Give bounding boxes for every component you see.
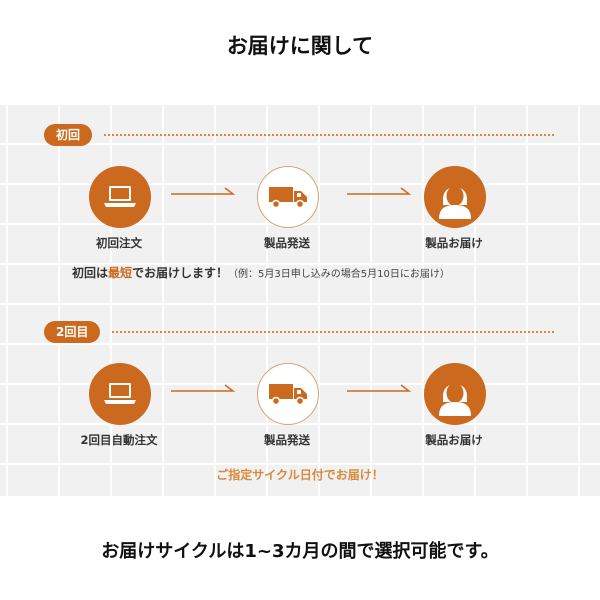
step-label: 2回目自動注文 <box>80 433 158 447</box>
note-text: 初回は <box>72 266 109 280</box>
step-label: 初回注文 <box>96 236 142 250</box>
second-order-note: ご指定サイクル日付でお届け！ <box>216 468 384 482</box>
recipient-person-icon <box>424 363 486 425</box>
note-example: （例：5月3日申し込みの場合5月10日にお届け） <box>228 269 450 280</box>
arrow-icon <box>347 384 412 392</box>
step-label: 製品お届け <box>425 433 483 447</box>
second-order-badge: 2回目 <box>44 321 101 343</box>
first-order-note: 初回は最短でお届けします！（例：5月3日申し込みの場合5月10日にお届け） <box>72 264 450 281</box>
note-text: でお届けします！ <box>132 266 229 280</box>
arrow-icon <box>171 384 236 392</box>
laptop-icon <box>89 363 151 425</box>
delivery-cycle-caption: お届けサイクルは1~3カ月の間で選択可能です。 <box>101 541 499 562</box>
first-order-divider <box>104 134 554 136</box>
arrow-icon <box>171 187 236 195</box>
note-highlight: 最短 <box>108 266 133 280</box>
laptop-icon <box>89 166 151 228</box>
recipient-person-icon <box>424 166 486 228</box>
second-order-divider <box>112 331 554 333</box>
first-order-badge: 初回 <box>44 124 93 146</box>
delivery-truck-icon <box>257 363 319 425</box>
step-label: 製品お届け <box>425 236 483 250</box>
step-label: 製品発送 <box>264 433 310 447</box>
arrow-icon <box>347 187 412 195</box>
step-label: 製品発送 <box>264 236 310 250</box>
delivery-truck-icon <box>257 166 319 228</box>
page-title: お届けに関して <box>226 34 374 58</box>
